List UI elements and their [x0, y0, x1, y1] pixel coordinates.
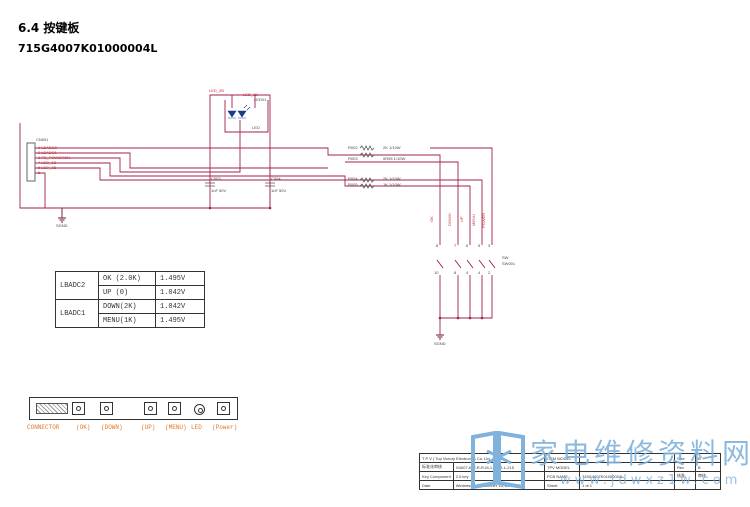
- title-block-cell: [695, 480, 721, 490]
- down-button-icon: [104, 406, 109, 411]
- up-button-icon: [148, 406, 153, 411]
- resistor-ref-1: R002: [348, 145, 358, 150]
- switch-pin-top-5: 3: [488, 243, 491, 248]
- connector-pin-4: 4 LED_1B: [38, 160, 57, 165]
- menu-button-icon: [172, 406, 177, 411]
- menu-button-outline: [168, 402, 181, 415]
- adc-group-cell: LBADC1: [55, 299, 99, 328]
- resistor-ref-4: R005: [348, 182, 358, 187]
- connector-pin-2: 2 LBADC1: [38, 150, 57, 155]
- led-net-label-a: LED_2B: [209, 88, 224, 93]
- switch-pin-bottom-4: 4: [478, 270, 481, 275]
- switch-pin-top-1: 8: [436, 243, 439, 248]
- led-net-label-b: LED_1B: [243, 92, 258, 97]
- switch-pin-bottom-5: 2: [488, 270, 491, 275]
- connector-block: [36, 403, 68, 414]
- resistor-ref-2: R003: [348, 156, 358, 161]
- led-circle-icon: [194, 404, 205, 415]
- adc-row: MENU(1K) 1.495V: [56, 313, 205, 328]
- key-board-outline: [29, 397, 238, 420]
- resistor-value-1: 2K 1/10W: [383, 145, 401, 150]
- switch-ref: SW: [502, 255, 509, 260]
- ok-button-outline: [72, 402, 85, 415]
- ground-label-left: SGND: [56, 223, 68, 228]
- switch-pin-top-2: 7: [454, 243, 457, 248]
- resistor-value-3: 2K 1/10W: [383, 176, 401, 181]
- panel-label-led: LED: [191, 424, 202, 431]
- panel-label-connector: CONNECTOR: [27, 424, 60, 431]
- cap-ref-1: C003: [211, 176, 221, 181]
- adc-voltage-cell: 1.042V: [155, 285, 205, 300]
- adc-voltage-cell: 1.495V: [155, 313, 205, 328]
- cap-value-2: 1nF 50V: [271, 188, 287, 193]
- down-button-outline: [100, 402, 113, 415]
- resistor-value-2: 0R05 1/10W: [383, 156, 406, 161]
- led-text: LED: [252, 125, 260, 130]
- switch-net-menu: MENU: [471, 214, 476, 226]
- watermark-book-icon: [471, 431, 525, 489]
- switch-pin-bottom-2: 8: [454, 270, 457, 275]
- watermark-text: 家电维修资料网: [530, 437, 750, 470]
- resistor-ref-3: R004: [348, 176, 358, 181]
- connector-ref: CN001: [36, 137, 49, 142]
- led-dot-icon: [198, 408, 203, 413]
- connector-pin-5: 5 LED_2B: [38, 165, 57, 170]
- title-block-cell: Key Component: [419, 471, 454, 481]
- part-number: 715G4007K01000004L: [18, 42, 158, 55]
- switch-net-power: POWER: [481, 212, 486, 228]
- ok-button-icon: [76, 406, 81, 411]
- adc-voltage-table: LBADC2 OK (2.0K) 1.495V UP (0) 1.042V LB…: [55, 271, 205, 328]
- panel-label-up: (UP): [141, 424, 156, 431]
- watermark-url: www.jdwxz1w.com: [560, 473, 742, 488]
- adc-group-cell: LBADC2: [55, 271, 99, 300]
- panel-label-down: (DOWN): [101, 424, 123, 431]
- adc-key-cell: UP (0): [98, 285, 156, 300]
- switch-net-ok: OK: [429, 216, 434, 222]
- adc-voltage-cell: 1.495V: [155, 271, 205, 286]
- power-button-outline: [217, 402, 230, 415]
- switch-pin-bottom-3: 4: [466, 270, 469, 275]
- connector-pin-6: 6: [38, 170, 41, 175]
- title-block-cell: 标准化审核: [419, 462, 454, 472]
- switch-pin-top-3: 6: [466, 243, 469, 248]
- connector-pin-3: 3 PS_POWERON: [38, 155, 71, 160]
- switch-part: SW001: [502, 261, 516, 266]
- cap-ref-2: C004: [271, 176, 281, 181]
- connector-pin-1: 1 LBADC2: [38, 145, 57, 150]
- ground-label-right: SGND: [434, 341, 446, 346]
- adc-row: LBADC1 DOWN(2K) 1.042V: [55, 299, 205, 328]
- switch-net-down: DOWN: [447, 213, 452, 226]
- led-ref: LED01: [254, 97, 267, 102]
- panel-label-ok: (OK): [76, 424, 91, 431]
- switch-net-up: UP: [459, 216, 464, 222]
- switch-pin-bottom-1: 10: [434, 270, 439, 275]
- adc-key-cell: OK (2.0K): [98, 271, 156, 286]
- up-button-outline: [144, 402, 157, 415]
- title-block-cell: Date: [419, 480, 454, 490]
- panel-label-menu: (MENU): [165, 424, 187, 431]
- adc-key-cell: MENU(1K): [98, 313, 156, 328]
- switch-pin-top-4: 5: [478, 243, 481, 248]
- adc-voltage-cell: 1.042V: [155, 299, 205, 314]
- cap-value-1: 1nF 50V: [211, 188, 227, 193]
- resistor-value-4: 1K 1/10W: [383, 182, 401, 187]
- power-button-icon: [221, 406, 226, 411]
- adc-row: LBADC2 OK (2.0K) 1.495V: [55, 271, 205, 300]
- adc-key-cell: DOWN(2K): [98, 299, 156, 314]
- section-title: 6.4 按键板: [18, 21, 80, 35]
- panel-label-power: (Power): [212, 424, 238, 431]
